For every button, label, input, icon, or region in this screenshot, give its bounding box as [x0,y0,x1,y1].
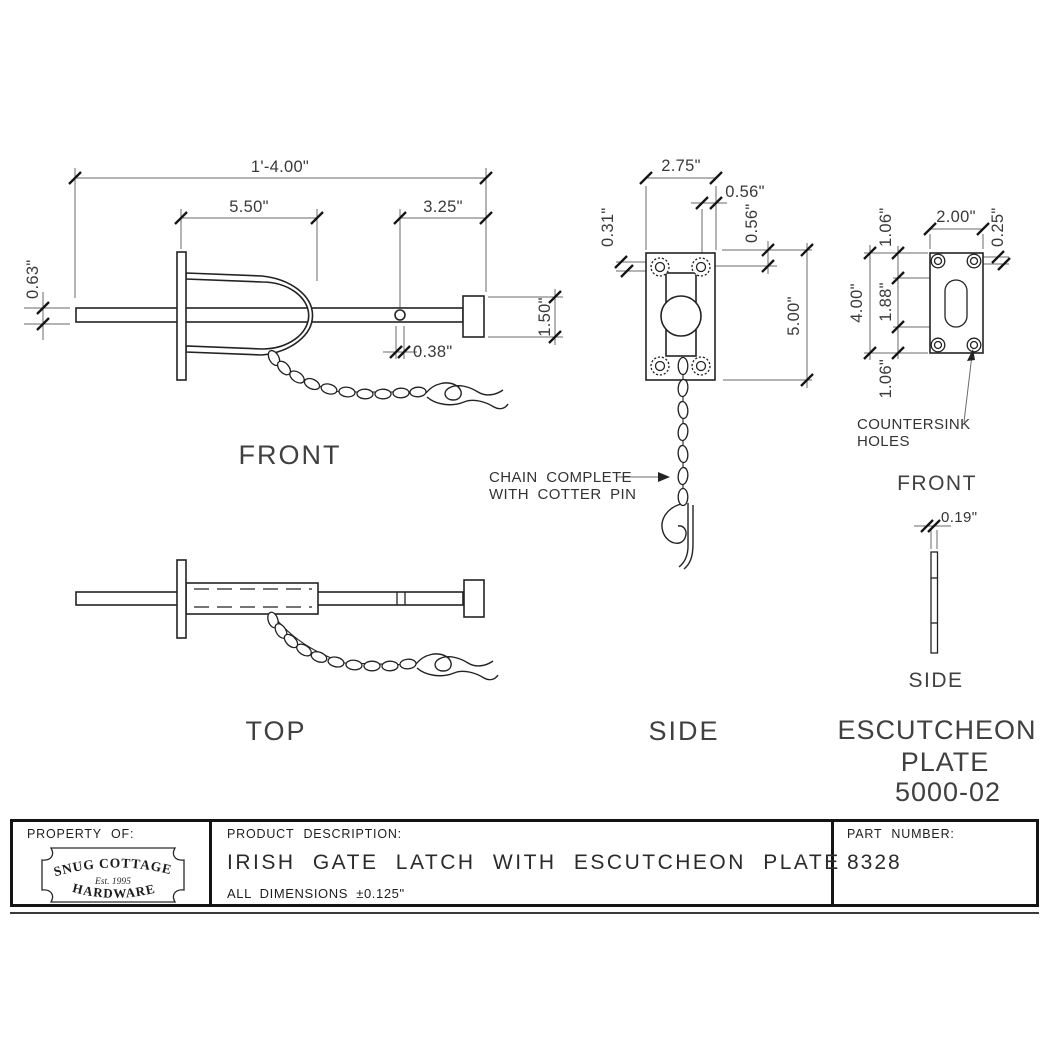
chain-note-leader [617,472,670,482]
countersink-leader [963,349,975,423]
logo-line1: SNUG COTTAGE [52,855,173,879]
escutcheon-part-code: 5000-02 [895,777,1001,807]
rod-end-circle [660,295,702,337]
sheet-bottom-rule [10,912,1039,914]
dim-escutcheon-width: 2.00" [936,208,975,226]
product-description-cell: PRODUCT DESCRIPTION: IRISH GATE LATCH WI… [212,822,838,904]
side-view-chain [661,356,694,570]
escutcheon-plate [929,252,984,354]
countersink-holes [930,253,982,353]
escutcheon-side-view: 0.19" SIDE ESCUTCHEON PLATE 5000-02 [837,509,1036,807]
dim-guard-width: 5.50" [229,198,268,216]
top-view: TOP [75,559,499,746]
dim-plate-height: 5.00" [785,296,803,335]
logo-border [41,847,185,903]
dim-escutcheon-height: 4.00" [848,283,866,322]
front-view-label: FRONT [239,440,342,470]
chain-note-line2: WITH COTTER PIN [489,486,636,503]
dim-pin-hole: 0.38" [413,343,452,361]
latch-end-cap [462,295,485,338]
side-view: 2.75" 0.56" 0.56" 0.31" 5.00" CHAIN COMP… [489,157,814,746]
dim-overall-length: 1'-4.00" [251,158,309,176]
escutcheon-side-label: SIDE [908,669,963,692]
dim-hole-offset-horizontal: 0.56" [725,183,764,201]
side-view-label: SIDE [648,716,719,746]
escutcheon-front-label: FRONT [897,472,977,495]
escutcheon-side-bar [930,551,939,654]
escutcheon-side-object [930,551,939,654]
dim-escutcheon-hole-dia: 0.25" [989,208,1007,247]
chain-note-line1: CHAIN COMPLETE [489,469,632,486]
countersink-note-line2: HOLES [857,433,910,450]
dim-cap-height: 1.50" [536,297,554,336]
front-view: 1'-4.00" 5.50" 3.25" 0.63" 0.38" 1.50" F… [24,158,563,470]
front-view-object [75,251,485,381]
front-view-chain [267,349,509,410]
escutcheon-plate-object [929,252,984,423]
flange-top [176,559,187,639]
escutcheon-title-line1: ESCUTCHEON [837,715,1036,745]
escutcheon-front-view: 2.00" 0.25" 1.06" 1.88" 1.06" 4.00" COUN… [848,208,1011,495]
countersink-note-line1: COUNTERSINK [857,416,971,433]
svg-text:HARDWARE: HARDWARE [71,880,157,901]
dim-escutcheon-slot: 1.88" [877,282,895,321]
logo-line3: HARDWARE [71,880,156,901]
svg-text:SNUG COTTAGE: SNUG COTTAGE [52,855,174,879]
front-view-dimension-lines [24,168,563,359]
dim-escutcheon-bottom-margin: 1.06" [877,359,895,398]
dim-escutcheon-top-margin: 1.06" [877,208,895,247]
top-view-object [75,559,485,639]
drawing-canvas: 1'-4.00" 5.50" 3.25" 0.63" 0.38" 1.50" F… [24,157,1036,807]
logo-line2: Est. 1995 [94,877,131,887]
top-view-chain [267,611,499,681]
product-description: IRISH GATE LATCH WITH ESCUTCHEON PLATE [227,851,841,874]
part-number: 8328 [847,851,902,874]
property-of-label: PROPERTY OF: [27,827,135,841]
part-number-cell: PART NUMBER: 8328 [834,822,1036,904]
product-description-label: PRODUCT DESCRIPTION: [227,827,402,841]
latch-flange [176,251,187,381]
escutcheon-side-dimensions [914,519,951,549]
plate-screw-holes [650,257,711,376]
cotter-pin-front [425,382,509,410]
dim-rod-diameter: 0.63" [24,260,42,299]
dim-hole-offset-vertical: 0.56" [743,204,761,243]
part-number-label: PART NUMBER: [847,827,955,841]
dim-screw-hole-diameter: 0.31" [599,208,617,247]
dim-right-segment: 3.25" [423,198,462,216]
dim-plate-width: 2.75" [661,157,700,175]
cotter-pin-top [415,653,499,681]
title-block: PROPERTY OF: SNUG COTTAGE Est. 1995 HARD… [10,819,1039,907]
side-view-dimension-lines [614,171,814,388]
top-view-label: TOP [245,716,306,746]
property-of-cell: PROPERTY OF: SNUG COTTAGE Est. 1995 HARD… [13,822,212,904]
end-cap-top [463,579,485,618]
dim-escutcheon-thickness: 0.19" [941,509,978,526]
snug-cottage-hardware-logo: SNUG COTTAGE Est. 1995 HARDWARE [41,847,185,903]
tolerance-note: ALL DIMENSIONS ±0.125" [227,886,405,901]
guard-top [185,582,319,615]
latch-pin-hole [394,309,406,321]
cotter-pin-side [661,503,694,570]
escutcheon-title-line2: PLATE [901,747,990,777]
escutcheon-dimension-lines [863,222,1011,360]
escutcheon-slot [944,279,968,328]
